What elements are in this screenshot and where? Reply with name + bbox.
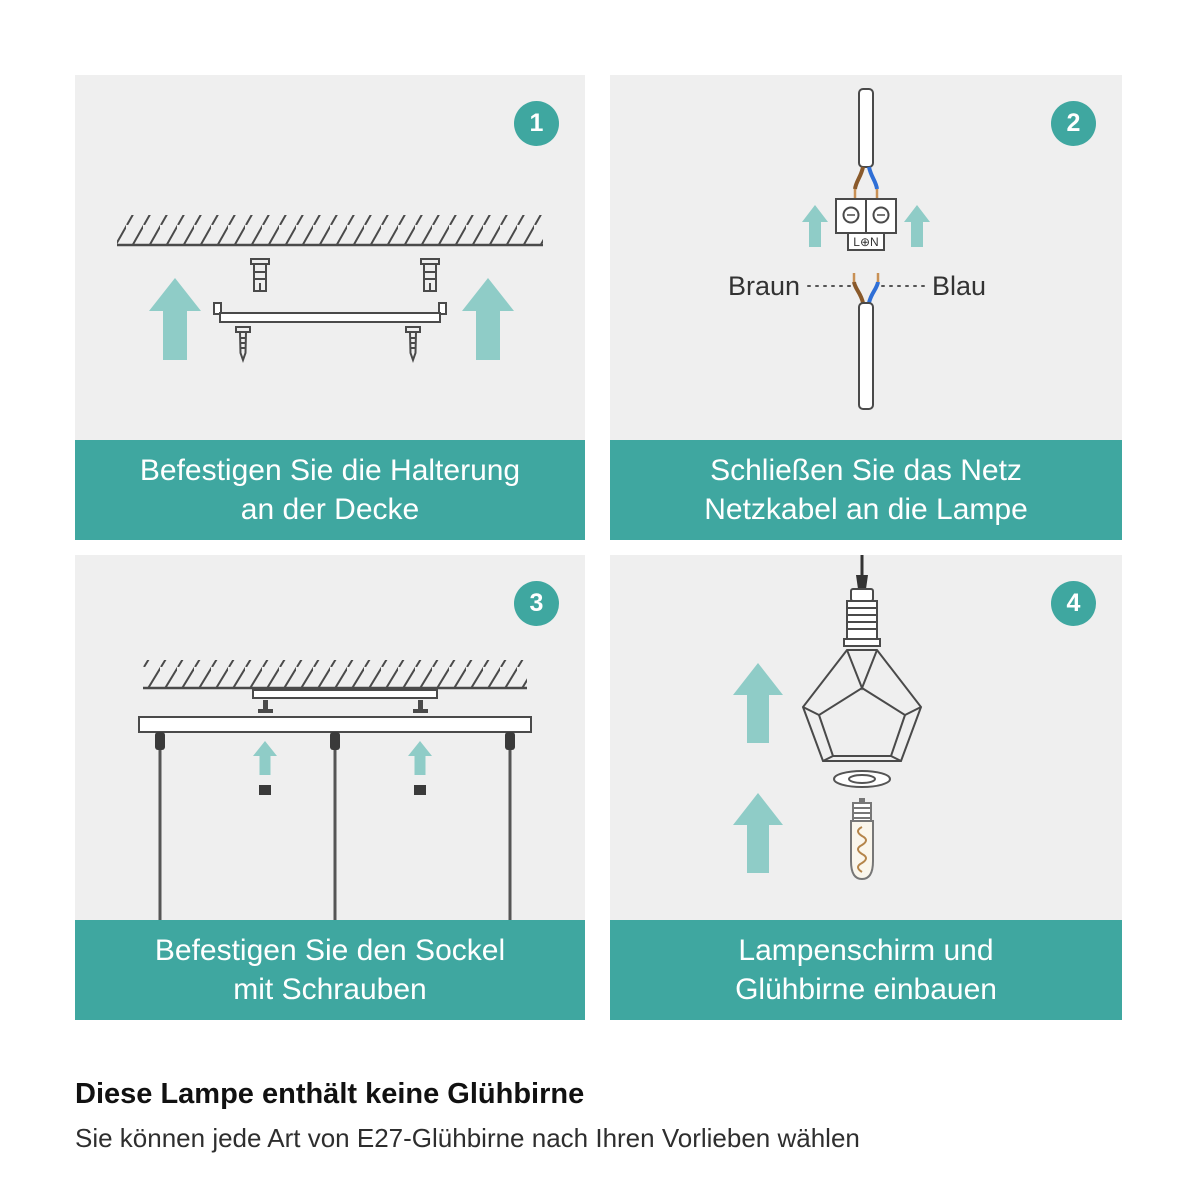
power-cable-top <box>858 88 874 168</box>
footer-subtitle: Sie können jede Art von E27-Glühbirne na… <box>75 1123 860 1153</box>
step3-drawing <box>138 660 532 920</box>
strain-relief <box>856 575 868 589</box>
cord-grip <box>155 732 165 750</box>
thumb-nut <box>259 785 271 795</box>
caption-line1: Befestigen Sie die Halterung <box>139 454 521 487</box>
screw-icon <box>258 700 273 713</box>
light-bulb-icon <box>850 798 874 881</box>
wire-ends-top <box>853 166 879 198</box>
arrow-up-icon <box>149 278 201 360</box>
footer-note: Diese Lampe enthält keine Glühbirne Sie … <box>75 1078 1125 1154</box>
arrow-up-icon <box>904 205 930 247</box>
wall-anchor-icon <box>250 258 270 292</box>
footer-heading: Diese Lampe enthält keine Glühbirne <box>75 1078 585 1110</box>
caption-line2: Glühbirne einbauen <box>735 973 997 1006</box>
caption-line2: an der Decke <box>240 493 420 526</box>
step2-drawing: L⊕N Braun Blau <box>728 88 986 410</box>
shade-ring <box>833 770 891 788</box>
step3-number-badge: 3 <box>514 581 559 626</box>
screw-icon <box>405 326 421 361</box>
step1-illustration: 1 <box>75 75 585 440</box>
filament <box>857 826 867 873</box>
step-panel-4: 4 <box>610 555 1122 1020</box>
wire-ends-bottom <box>852 273 880 304</box>
lamp-socket <box>843 588 881 647</box>
step2-caption: Schließen Sie das Netz Netzkabel an die … <box>610 440 1122 540</box>
caption-line1: Lampenschirm und <box>738 934 994 967</box>
cord-grip <box>505 732 515 750</box>
cage-lampshade <box>801 649 923 762</box>
step1-caption: Befestigen Sie die Halterung an der Deck… <box>75 440 585 540</box>
screw-icon <box>235 326 251 361</box>
caption-line1: Befestigen Sie den Sockel <box>154 934 506 967</box>
step3-caption: Befestigen Sie den Sockel mit Schrauben <box>75 920 585 1020</box>
arrow-up-icon <box>802 205 828 247</box>
thumb-nut <box>414 785 426 795</box>
step-panel-3: 3 <box>75 555 585 1020</box>
ceiling-hatching <box>143 660 527 688</box>
step1-number-badge: 1 <box>514 101 559 146</box>
caption-line2: Netzkabel an die Lampe <box>704 493 1028 526</box>
caption-line2: mit Schrauben <box>233 973 427 1006</box>
step4-number-badge: 4 <box>1051 581 1096 626</box>
step-panel-2: 2 L⊕N <box>610 75 1122 540</box>
screw-icon <box>413 700 428 713</box>
arrow-up-icon <box>733 793 783 873</box>
ceiling-hatching <box>117 215 543 245</box>
brown-wire-label: Braun <box>728 271 800 301</box>
arrow-up-icon <box>733 663 783 743</box>
caption-line1: Schließen Sie das Netz <box>710 454 1022 487</box>
step4-illustration: 4 <box>610 555 1122 920</box>
arrow-up-icon <box>253 741 277 775</box>
base-bar <box>138 716 532 733</box>
ceiling-plate <box>252 689 438 699</box>
step1-drawing <box>117 215 543 361</box>
cord-grip <box>330 732 340 750</box>
step2-illustration: 2 L⊕N <box>610 75 1122 440</box>
step3-illustration: 3 <box>75 555 585 920</box>
arrow-up-icon <box>408 741 432 775</box>
lamp-cable-bottom <box>858 302 874 410</box>
wall-anchor-icon <box>420 258 440 292</box>
arrow-up-icon <box>462 278 514 360</box>
step4-caption: Lampenschirm und Glühbirne einbauen <box>610 920 1122 1020</box>
terminal-block: L⊕N <box>835 198 897 251</box>
mounting-bracket <box>213 302 447 323</box>
step4-drawing <box>733 555 923 881</box>
step-panel-1: 1 <box>75 75 585 540</box>
blue-wire-label: Blau <box>932 271 986 301</box>
terminal-label: L⊕N <box>853 235 878 249</box>
step2-number-badge: 2 <box>1051 101 1096 146</box>
